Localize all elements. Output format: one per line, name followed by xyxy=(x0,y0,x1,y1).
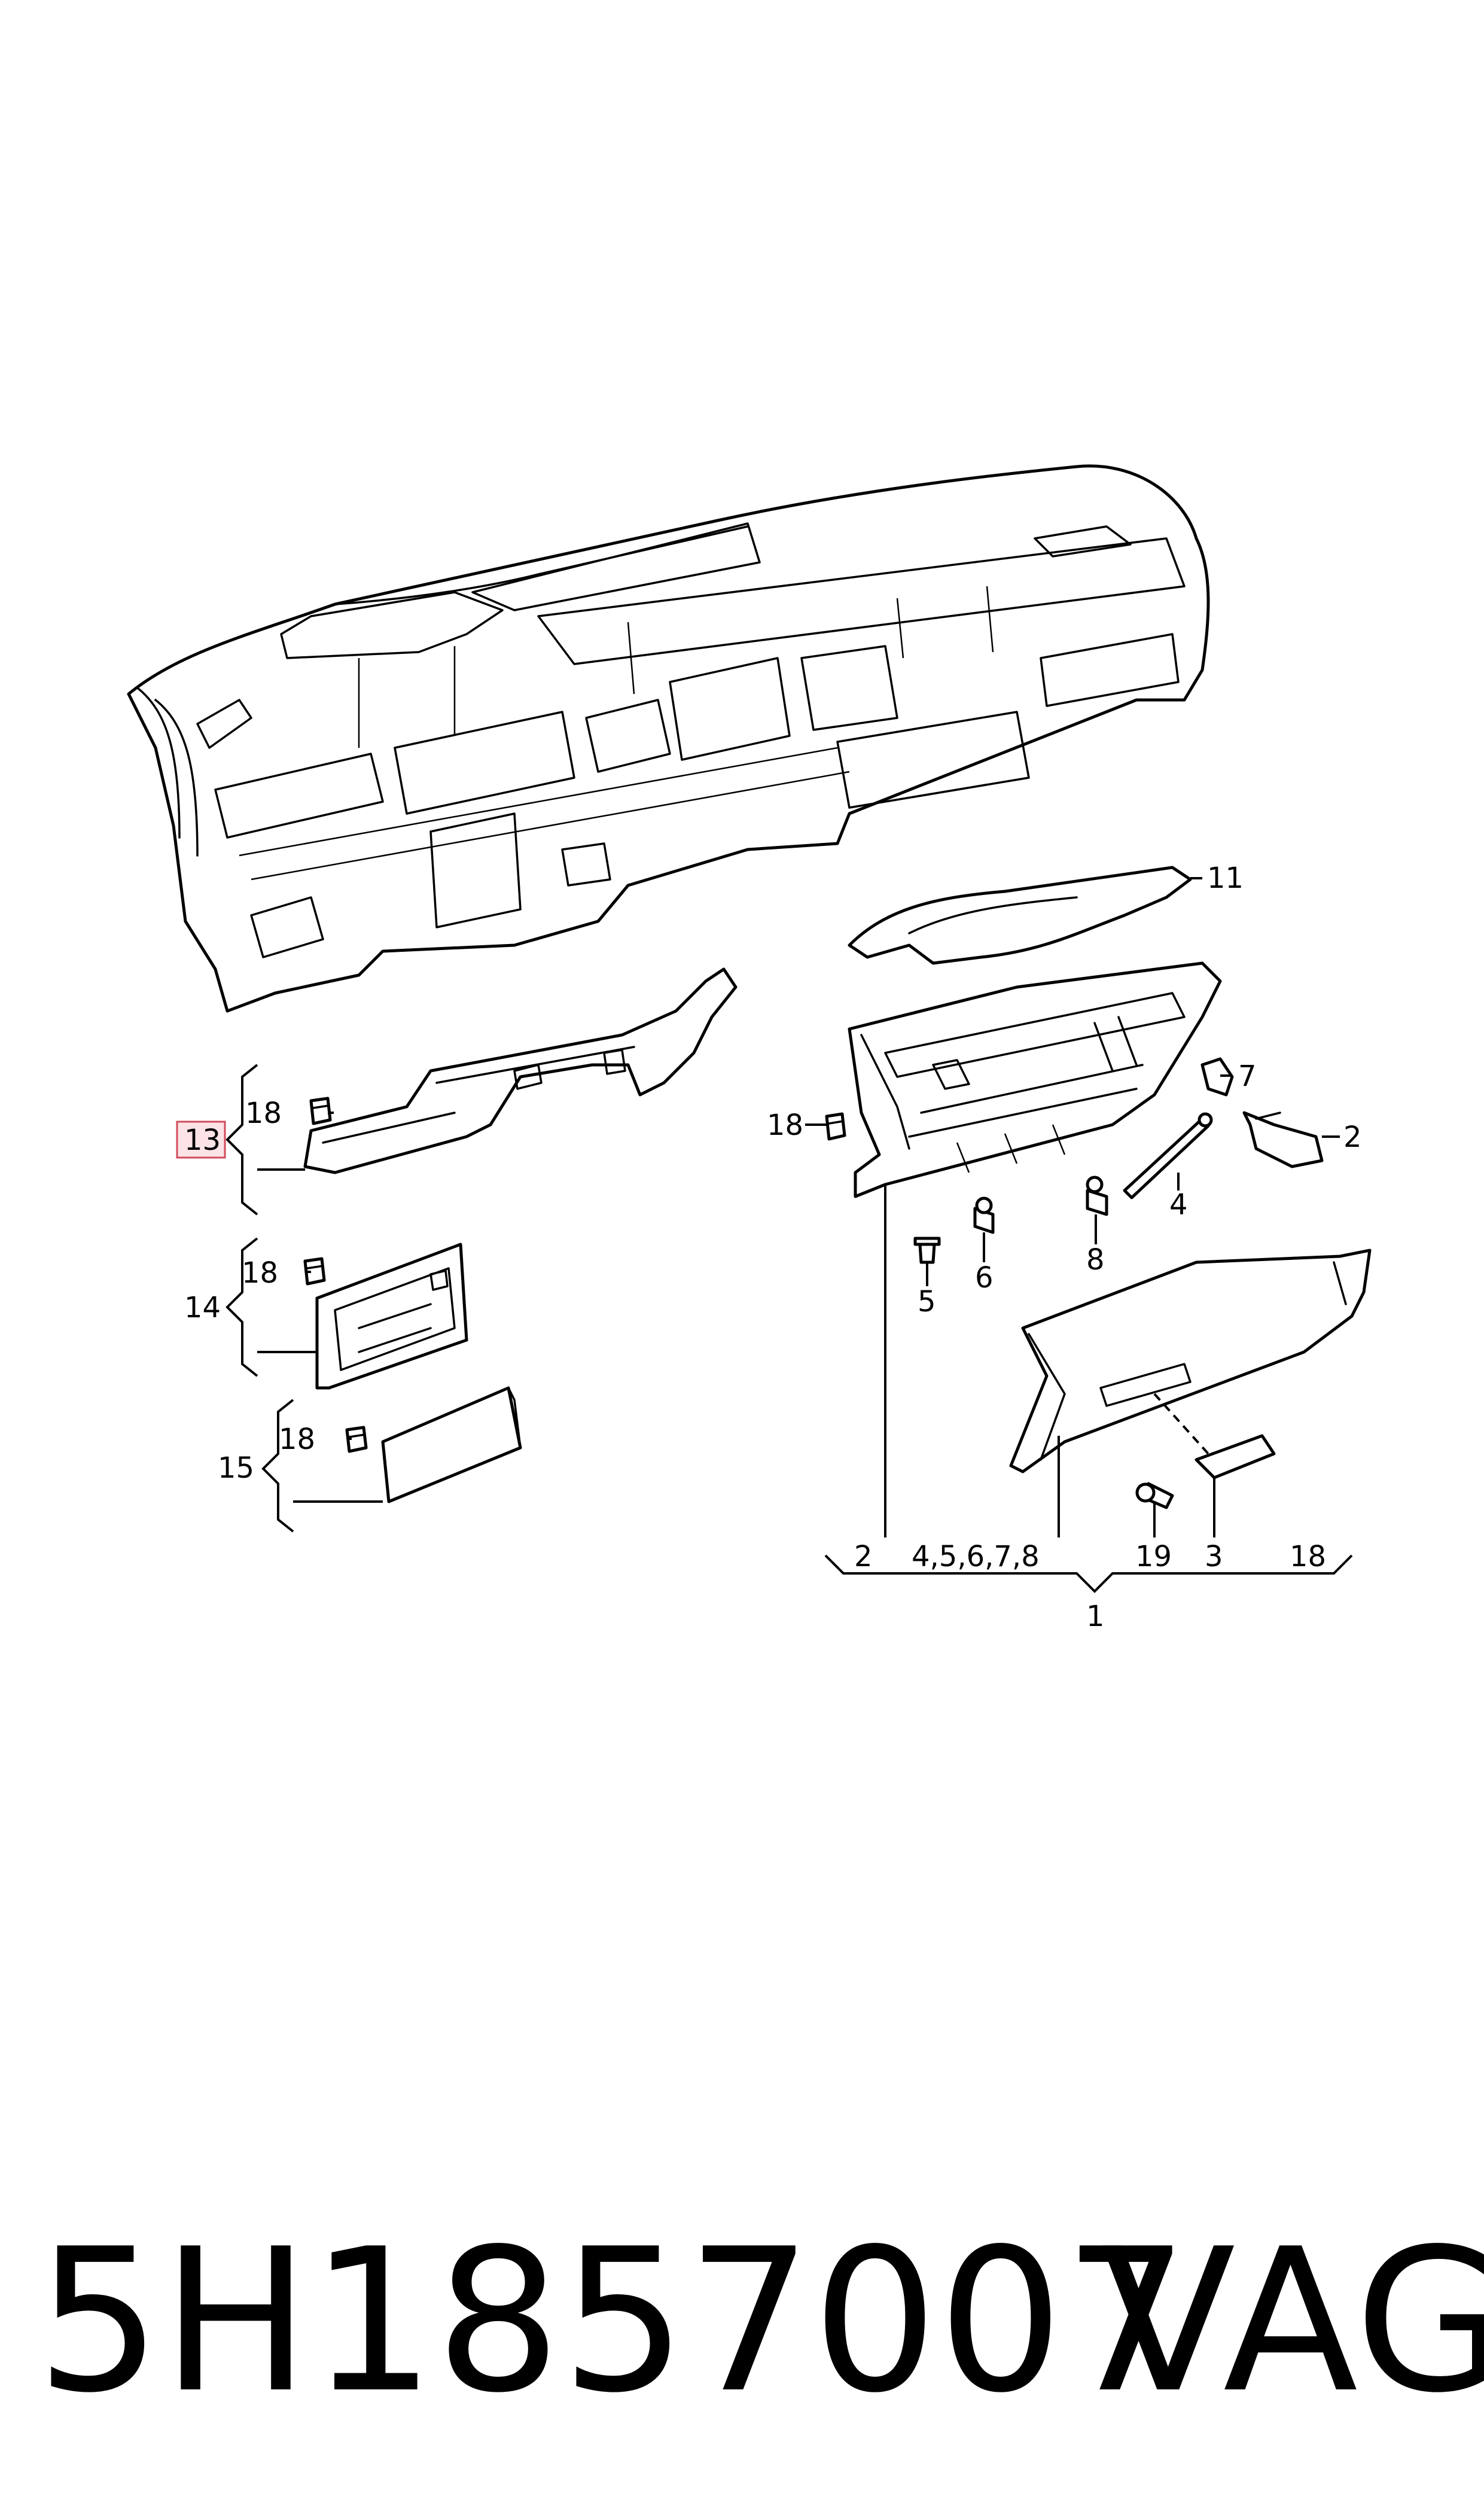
clip-18-d xyxy=(825,1112,846,1141)
callout-15: 15 xyxy=(218,1451,254,1485)
part-7-bracket xyxy=(1200,1057,1234,1097)
callout-7: 7 xyxy=(1238,1059,1257,1093)
part-glovebox-lid xyxy=(1009,1249,1372,1473)
part-2-switch xyxy=(1242,1111,1324,1168)
group-brackets xyxy=(226,1064,1353,1593)
part-11-trim-strip xyxy=(848,866,1202,965)
clip-18-c xyxy=(345,1426,368,1453)
callout-2-bottom: 2 xyxy=(854,1540,873,1573)
callout-2-right: 2 xyxy=(1343,1121,1362,1154)
callout-18-bottom: 18 xyxy=(1290,1540,1326,1573)
callout-13-highlight xyxy=(176,1121,226,1159)
callout-1: 1 xyxy=(1086,1600,1105,1633)
part-15-cover xyxy=(381,1386,522,1503)
part-19-screw xyxy=(1135,1482,1174,1509)
callout-5: 5 xyxy=(918,1285,936,1319)
callout-3: 3 xyxy=(1205,1540,1223,1573)
callout-18-d: 18 xyxy=(767,1109,803,1142)
part-13-trim-panel xyxy=(303,967,738,1174)
callout-8: 8 xyxy=(1086,1243,1105,1277)
part-8-screw xyxy=(1086,1176,1108,1216)
leader-lines xyxy=(257,1074,1340,1537)
callout-18-b: 18 xyxy=(242,1256,278,1290)
callout-19: 19 xyxy=(1135,1540,1172,1573)
callout-18-a: 18 xyxy=(245,1097,282,1130)
callout-labels: 11 13 18 14 18 15 18 18 7 2 4 5 6 8 2 4,… xyxy=(184,861,1362,1633)
part-6-screw xyxy=(973,1196,995,1234)
part-number: 5H1857007 xyxy=(36,2206,1189,2436)
part-14-frame xyxy=(315,1243,468,1390)
footer: 5H1857007 VAG xyxy=(0,2178,1484,2465)
callout-13: 13 xyxy=(184,1123,221,1157)
callout-11: 11 xyxy=(1207,861,1244,895)
callout-4: 4 xyxy=(1169,1188,1188,1222)
part-3-handle xyxy=(1194,1434,1276,1479)
clip-18-b xyxy=(303,1257,326,1286)
callout-14: 14 xyxy=(184,1291,221,1325)
brand-label: VAG xyxy=(1101,2206,1484,2436)
part-4-rod xyxy=(1123,1112,1213,1199)
clip-18-a xyxy=(309,1097,332,1125)
callout-6: 6 xyxy=(975,1261,994,1295)
part-glovebox-housing xyxy=(848,961,1222,1198)
dashboard-panel xyxy=(127,464,1210,1013)
callout-18-c: 18 xyxy=(279,1423,315,1456)
callout-4-8-group: 4,5,6,7,8 xyxy=(912,1540,1040,1573)
part-5-screw xyxy=(913,1237,941,1264)
